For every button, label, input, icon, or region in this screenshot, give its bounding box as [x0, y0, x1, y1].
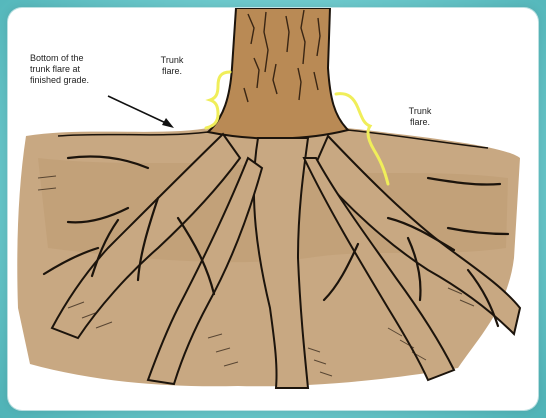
illustration-panel: Bottom of the trunk flare at finished gr…: [8, 8, 538, 410]
pointer-arrow: [108, 96, 174, 128]
label-trunk-flare-left: Trunk flare.: [152, 55, 192, 77]
label-bottom-of-trunk-flare: Bottom of the trunk flare at finished gr…: [30, 53, 130, 86]
label-trunk-flare-right: Trunk flare.: [400, 106, 440, 128]
